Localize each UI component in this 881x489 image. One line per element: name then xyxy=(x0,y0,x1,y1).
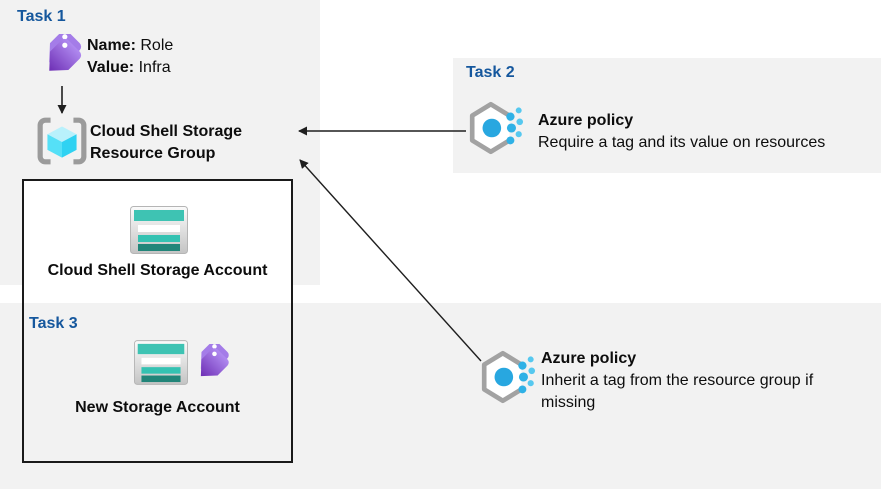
require-policy-description: Require a tag and its value on resources xyxy=(538,134,826,151)
resource-group-label: Cloud Shell Storage Resource Group xyxy=(90,123,243,162)
task2-heading: Task 2 xyxy=(466,64,515,81)
require-policy-title: Azure policy xyxy=(538,112,634,129)
new-storage-account-label: New Storage Account xyxy=(75,399,240,416)
inherit-policy-title: Azure policy xyxy=(541,350,637,367)
inherit-policy-text: Azure policy Inherit a tag from the reso… xyxy=(541,348,871,414)
policy-icon xyxy=(469,101,524,155)
policy-icon xyxy=(481,350,536,404)
resource-group-icon xyxy=(37,117,87,165)
task2-panel xyxy=(453,58,881,173)
storage-account-icon xyxy=(134,340,188,385)
tag-icon xyxy=(200,344,229,377)
tag-icon xyxy=(49,34,82,71)
task3-heading: Task 3 xyxy=(29,315,78,332)
inherit-policy-description: Inherit a tag from the resource group if… xyxy=(541,372,814,411)
tag-name-line: Name: Role xyxy=(87,37,174,54)
storage-account-icon xyxy=(130,206,188,254)
task1-heading: Task 1 xyxy=(17,8,66,25)
tag-value-line: Value: Infra xyxy=(87,59,171,76)
tag-name-value: Name: Role Value: Infra xyxy=(87,35,173,79)
resource-group-box xyxy=(22,179,293,463)
require-policy-text: Azure policy Require a tag and its value… xyxy=(538,110,873,154)
cloud-shell-storage-account-label: Cloud Shell Storage Account xyxy=(47,262,268,279)
